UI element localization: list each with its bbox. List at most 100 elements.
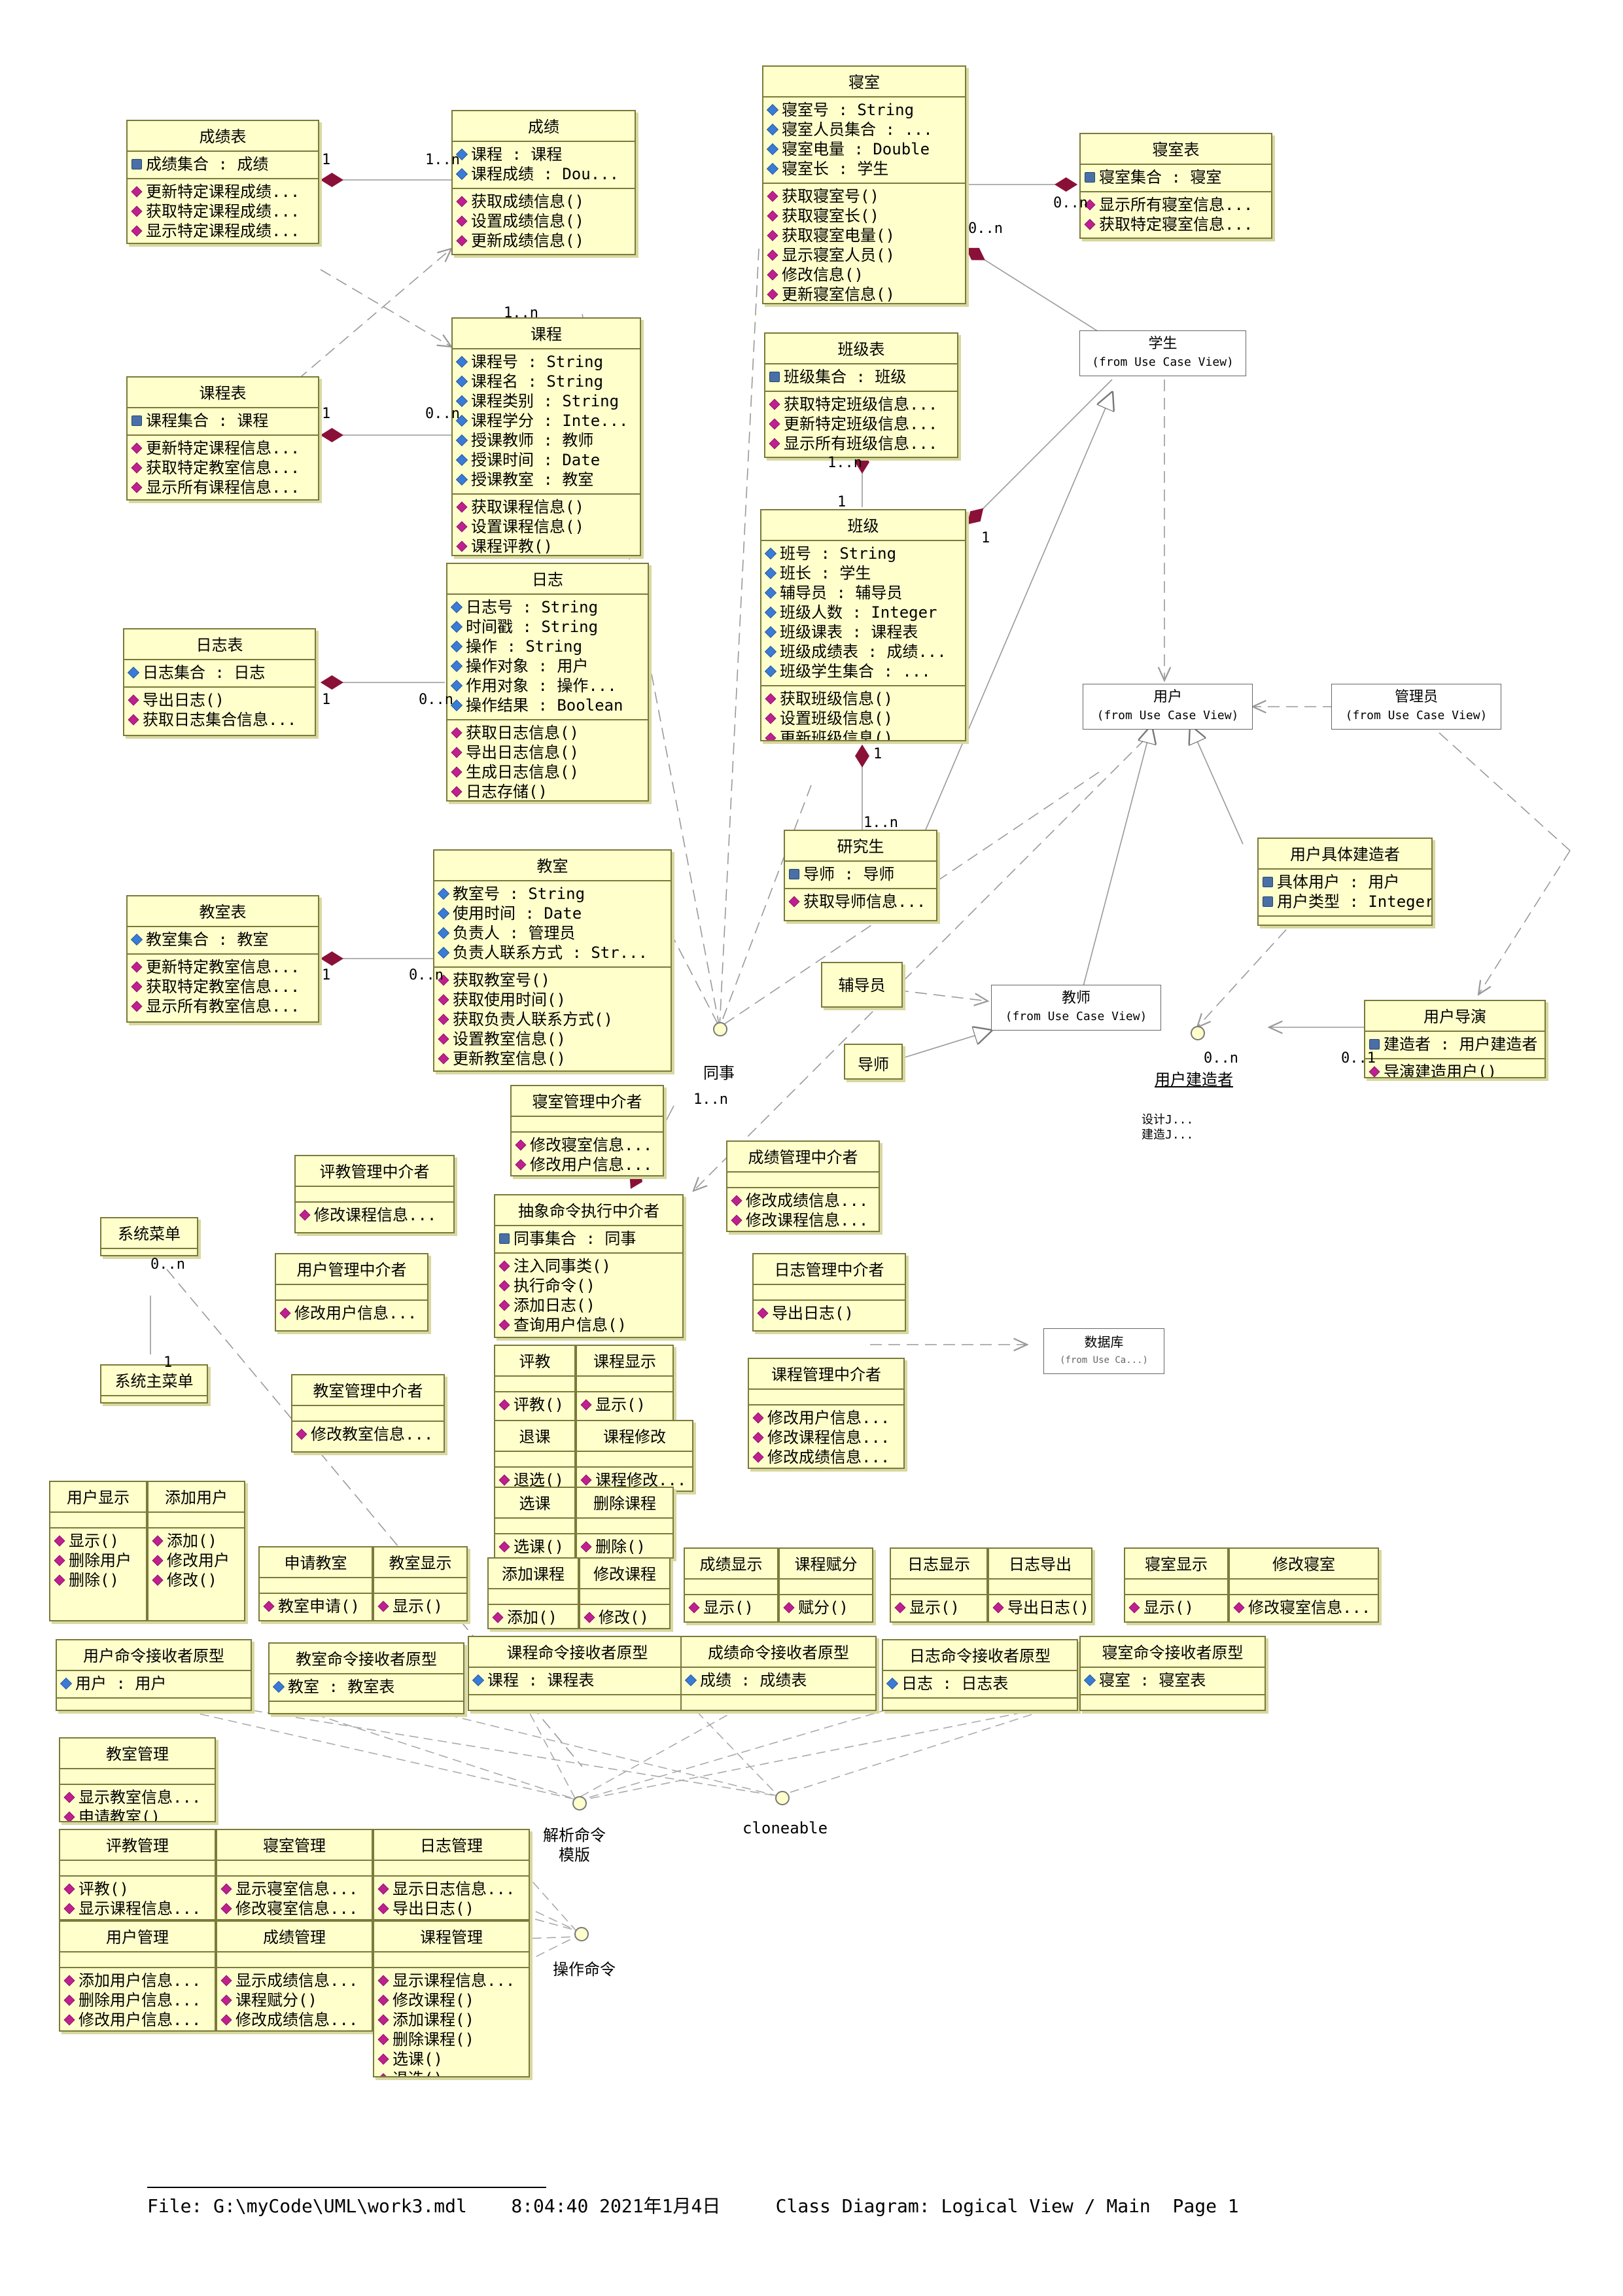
class-cjxs[interactable]: 成绩显示显示() [684,1547,778,1623]
operation-icon [769,418,780,430]
class-yjs[interactable]: 研究生导师 : 导师获取导师信息... [784,830,937,921]
operation-compartment: 赋分() [780,1595,872,1621]
class-tjyh[interactable]: 添加用户添加()修改用户修改() [147,1481,245,1621]
operation-row: 教室申请() [263,1597,369,1616]
class-tjkc[interactable]: 添加课程添加() [487,1557,579,1629]
operation-row: 修改信息() [767,265,962,285]
class-cjb[interactable]: 成绩表成绩集合 : 成绩更新特定课程成绩...获取特定课程成绩...显示特定课程… [126,120,319,244]
class-pjgl2[interactable]: 评教管理评教()显示课程信息... [59,1829,216,1920]
attribute-compartment: 具体用户 : 用户用户类型 : Integer [1259,870,1431,917]
class-rzgl[interactable]: 日志管理中介者导出日志() [752,1253,906,1332]
class-counselor[interactable]: 辅导员 [821,962,903,1008]
class-xtzcd[interactable]: 系统主菜单 [100,1364,208,1404]
class-jsgl[interactable]: 教室管理中介者修改教室信息... [291,1374,445,1453]
class-kcml[interactable]: 课程命令接收者原型课程 : 课程表 [468,1636,687,1711]
association-attribute-icon [131,415,142,426]
class-jsxs[interactable]: 教室显示显示() [373,1546,468,1621]
attribute-compartment [217,1952,372,1968]
class-yhml[interactable]: 用户命令接收者原型用户 : 用户 [56,1639,252,1711]
operation-icon [451,766,462,778]
operation-row: 获取日志集合信息... [128,710,312,730]
class-xgss[interactable]: 修改寝室修改寝室信息... [1229,1547,1379,1623]
attribute-compartment [60,1861,215,1877]
actor-user[interactable]: 用户(from Use Case View) [1083,684,1253,730]
interface-colleague[interactable] [713,1022,727,1036]
class-sqjs[interactable]: 申请教室教室申请() [258,1546,373,1621]
operation-text: 修改寝室信息... [1248,1598,1371,1617]
interface-parse-command-template[interactable] [572,1796,587,1810]
class-rzml[interactable]: 日志命令接收者原型日志 : 日志表 [882,1639,1078,1711]
class-rzdc[interactable]: 日志导出导出日志() [988,1547,1092,1623]
class-jsb[interactable]: 教室表教室集合 : 教室更新特定教室信息...获取特定教室信息...显示所有教室… [126,895,319,1023]
class-pj[interactable]: 评教评教() [494,1345,576,1423]
class-ssgl2[interactable]: 寝室管理显示寝室信息...修改寝室信息... [216,1829,373,1920]
interface-operation-command[interactable] [574,1927,589,1941]
class-yhdy[interactable]: 用户导演建造者 : 用户建造者导演建造用户() [1364,1000,1546,1078]
attribute-text: 操作对象 : 用户 [466,657,589,675]
actor-admin[interactable]: 管理员(from Use Case View) [1331,684,1501,730]
class-yhgl2[interactable]: 用户管理添加用户信息...删除用户信息...修改用户信息... [59,1920,216,2032]
class-yhjzz[interactable]: 用户具体建造者具体用户 : 用户用户类型 : Integer [1257,838,1433,926]
class-ssb[interactable]: 寝室表寝室集合 : 寝室显示所有寝室信息...获取特定寝室信息... [1079,133,1272,239]
operation-icon [54,1555,65,1566]
interface-user-builder[interactable] [1191,1026,1205,1040]
operation-text: 教室申请() [278,1597,360,1616]
class-tk[interactable]: 退课退选() [494,1420,576,1492]
class-sckc[interactable]: 删除课程删除() [576,1487,674,1559]
attribute-icon [130,933,143,946]
class-kcff[interactable]: 课程赋分赋分() [778,1547,873,1623]
actor-teacher[interactable]: 教师(from Use Case View) [991,985,1161,1031]
actor-database[interactable]: 数据库(from Use Ca...) [1043,1328,1164,1374]
class-cjgl[interactable]: 成绩管理中介者修改成绩信息...修改课程信息... [726,1140,880,1232]
class-rzgl2[interactable]: 日志管理显示日志信息...导出日志() [373,1829,530,1920]
class-cjgl2[interactable]: 成绩管理显示成绩信息...课程赋分()修改成绩信息... [216,1920,373,2032]
class-name: 教室显示 [374,1547,466,1578]
actor-student[interactable]: 学生(from Use Case View) [1079,330,1246,376]
interface-cloneable[interactable] [775,1791,790,1805]
operation-row: 显示课程信息... [63,1899,212,1918]
attribute-text: 寝室号 : String [782,101,915,119]
attribute-row: 成绩 : 成绩表 [684,1670,873,1690]
operation-icon [296,1428,307,1440]
class-bjb[interactable]: 班级表班级集合 : 班级获取特定班级信息...更新特定班级信息...显示所有班级… [764,332,958,458]
class-kcb[interactable]: 课程表课程集合 : 课程更新特定课程信息...获取特定教室信息...显示所有课程… [126,376,319,501]
operation-compartment: 显示() [685,1595,777,1621]
operation-text: 显示所有班级信息... [784,434,938,453]
class-yhgl[interactable]: 用户管理中介者修改用户信息... [275,1253,428,1332]
class-pjgl[interactable]: 评教管理中介者修改课程信息... [294,1155,455,1233]
class-cjml[interactable]: 成绩命令接收者原型成绩 : 成绩表 [680,1636,877,1711]
operation-row: 课程评教() [456,537,637,555]
class-kcxs[interactable]: 课程显示显示() [576,1345,674,1423]
class-ssml[interactable]: 寝室命令接收者原型寝室 : 寝室表 [1079,1636,1266,1711]
operation-row: 修改成绩信息... [731,1191,876,1210]
operation-text: 修改课程信息... [746,1211,869,1229]
class-rzxs[interactable]: 日志显示显示() [890,1547,988,1623]
attribute-icon [764,645,777,658]
class-xgkc[interactable]: 修改课程修改() [579,1557,671,1629]
attribute-row: 教室号 : String [437,884,668,904]
operation-icon [152,1535,164,1547]
class-ssxs[interactable]: 寝室显示显示() [1124,1547,1229,1623]
class-supervisor[interactable]: 导师 [844,1044,903,1080]
class-kcxg[interactable]: 课程修改课程修改... [576,1420,693,1492]
attribute-row: 课程类别 : String [455,391,637,411]
class-ssgl[interactable]: 寝室管理中介者修改寝室信息...修改用户信息... [510,1085,664,1176]
class-xk[interactable]: 选课选课() [494,1487,576,1559]
class-jsgl2[interactable]: 教室管理显示教室信息...申请教室() [59,1737,216,1822]
operation-text: 日志存储() [466,783,548,801]
class-cxzj[interactable]: 抽象命令执行中介者同事集合 : 同事注入同事类()执行命令()添加日志()查询用… [494,1194,684,1338]
class-kcgl[interactable]: 课程管理中介者修改用户信息...修改课程信息...修改成绩信息... [748,1358,905,1469]
operation-row: 修改课程信息... [299,1205,451,1225]
operation-text: 退选() [514,1471,564,1489]
class-yhxs[interactable]: 用户显示显示()删除用户删除() [49,1481,147,1621]
class-rzb[interactable]: 日志表日志集合 : 日志导出日志()获取日志集合信息... [123,628,316,736]
class-xtcd[interactable]: 系统菜单 [100,1217,198,1256]
class-jsml[interactable]: 教室命令接收者原型教室 : 教室表 [268,1642,464,1714]
class-cj[interactable]: 成绩课程 : 课程课程成绩 : Dou...获取成绩信息()设置成绩信息()更新… [451,110,636,255]
